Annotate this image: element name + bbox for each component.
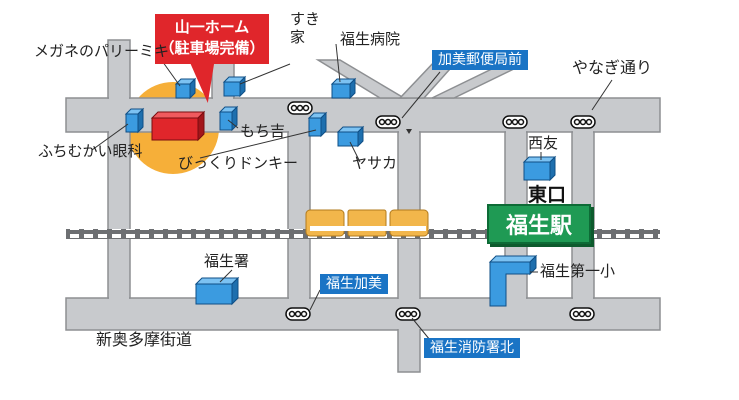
building-megane <box>174 77 197 100</box>
label-yanagi-street: やなぎ通り <box>572 58 653 77</box>
label-saiyu: 西友 <box>528 134 559 152</box>
building-school <box>488 254 538 307</box>
building-saiyu <box>522 155 557 182</box>
label-hospital: 福生病院 <box>340 30 401 48</box>
building-donki <box>307 111 328 138</box>
label-yasaka: ヤサカ <box>352 154 398 172</box>
label-fuchimukai: ふちむかい眼科 <box>38 142 143 160</box>
label-post-office: 加美郵便局前 <box>432 50 528 70</box>
label-fire-station: 福生消防署北 <box>424 338 520 358</box>
label-donki: びっくりドンキー <box>178 154 299 172</box>
junction-marker <box>406 129 412 134</box>
building-sukiya <box>222 75 247 98</box>
train <box>305 209 429 237</box>
road-diag-left <box>315 59 407 99</box>
signal-2 <box>375 115 401 129</box>
buildings <box>124 75 557 307</box>
label-mochikichi: もち吉 <box>240 122 286 140</box>
label-police: 福生署 <box>204 252 250 270</box>
property-name: 山一ホーム <box>174 18 250 36</box>
station-fussa: 福生駅 <box>487 204 591 244</box>
label-fussa-kami: 福生加美 <box>320 274 388 294</box>
traffic-signals <box>285 101 596 321</box>
building-police <box>194 276 240 306</box>
label-sukiya: すき家 <box>290 10 321 46</box>
building-hospital <box>330 77 357 100</box>
building-fuchimukai <box>124 107 145 134</box>
label-east-exit: 東口 <box>528 184 567 206</box>
building-mochikichi <box>218 105 239 132</box>
label-megane: メガネのパリーミキ <box>34 42 170 60</box>
signal-7 <box>569 307 595 321</box>
property-building <box>150 110 206 142</box>
signal-1 <box>287 101 313 115</box>
signal-5 <box>285 307 311 321</box>
signal-4 <box>570 115 596 129</box>
building-yasaka <box>336 125 365 148</box>
signal-6 <box>395 307 421 321</box>
property-parking-note: （駐車場完備） <box>159 39 265 57</box>
property-callout: 山一ホーム （駐車場完備） <box>155 14 269 64</box>
leader-lines <box>91 43 613 341</box>
label-new-okutama-road: 新奥多摩街道 <box>96 330 193 349</box>
label-school: 福生第一小 <box>540 262 616 280</box>
signal-3 <box>502 115 528 129</box>
